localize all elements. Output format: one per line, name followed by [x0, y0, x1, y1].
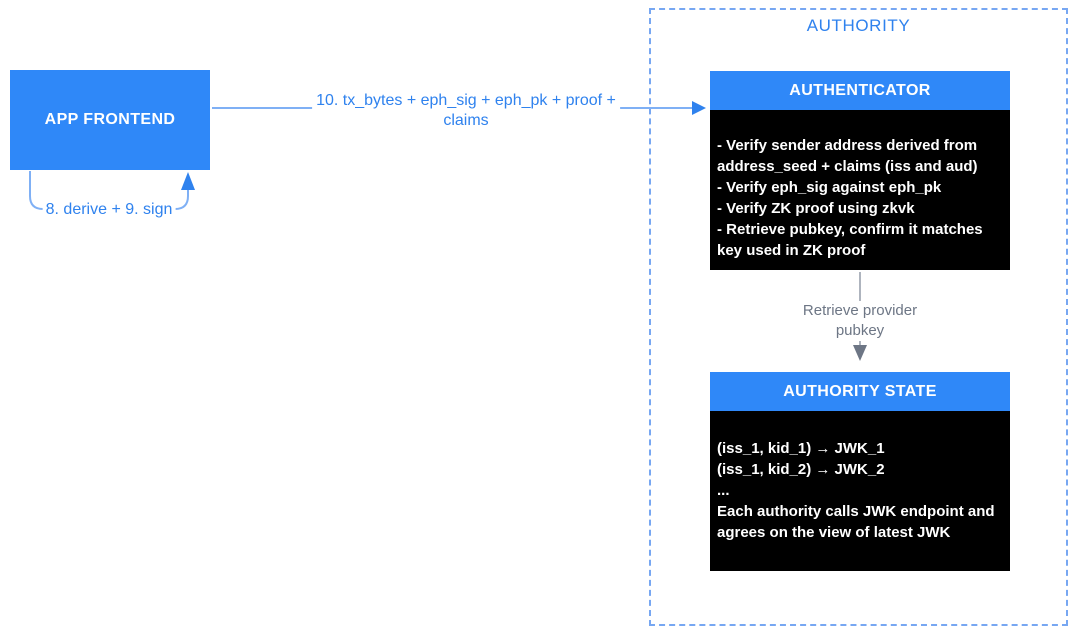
- retrieve-pubkey-arrowhead-icon: [853, 345, 867, 361]
- authority-group-title: AUTHORITY: [806, 16, 911, 35]
- authority-state-header: AUTHORITY STATE: [710, 372, 1010, 411]
- authority-state-body: (iss_1, kid_1) → JWK_1 (iss_1, kid_2) → …: [710, 411, 1010, 571]
- app-frontend-label: APP FRONTEND: [44, 111, 176, 128]
- derive-sign-label: 8. derive + 9. sign: [42, 200, 176, 220]
- app-frontend-node: APP FRONTEND: [10, 70, 210, 170]
- retrieve-pubkey-label: Retrieve provider pubkey: [798, 301, 922, 341]
- authority-group: AUTHORITY: [649, 8, 1068, 626]
- authority-state-node: AUTHORITY STATE (iss_1, kid_1) → JWK_1 (…: [710, 372, 1010, 571]
- authenticator-node: AUTHENTICATOR - Verify sender address de…: [710, 71, 1010, 270]
- flow-label-10: 10. tx_bytes + eph_sig + eph_pk + proof …: [312, 91, 620, 131]
- authenticator-body: - Verify sender address derived from add…: [710, 110, 1010, 270]
- flow-arrowhead-icon: [692, 101, 706, 115]
- authenticator-header: AUTHENTICATOR: [710, 71, 1010, 110]
- derive-sign-arrowhead-icon: [181, 172, 195, 190]
